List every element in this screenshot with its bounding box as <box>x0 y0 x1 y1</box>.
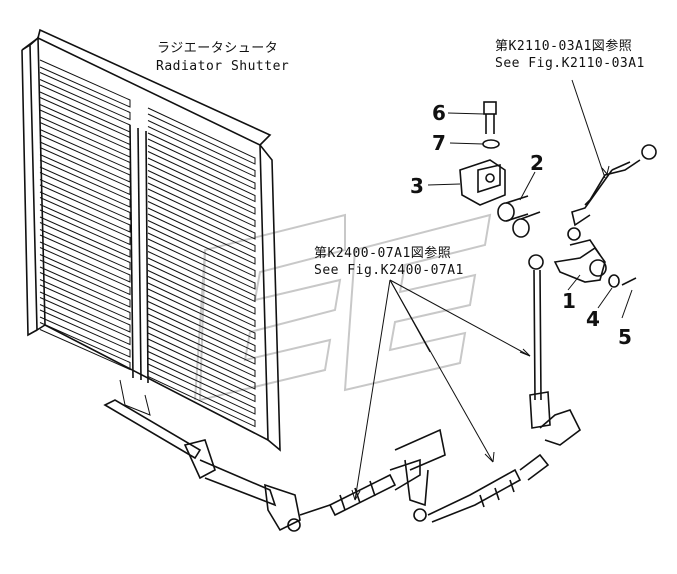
louver-slat <box>39 59 131 108</box>
louver-slat <box>147 320 256 378</box>
callout-5: 5 <box>618 325 632 349</box>
louver-slat <box>147 107 256 165</box>
louver-slat <box>39 184 131 233</box>
louver-slat <box>147 182 256 240</box>
louver-slat <box>147 132 256 190</box>
vertical-rod <box>528 254 582 446</box>
louver-slat <box>39 284 131 333</box>
louver-slat <box>39 234 131 283</box>
leader-lines <box>351 79 633 501</box>
callout-4: 4 <box>586 307 600 331</box>
louver-slat <box>147 370 256 428</box>
part-2-bushing <box>497 195 541 238</box>
callout-6: 6 <box>432 101 446 125</box>
part-1-lever <box>553 239 607 283</box>
part-5-pin <box>621 277 637 286</box>
louver-slat <box>147 257 256 315</box>
radiator-shutter <box>21 28 281 452</box>
louver-slat <box>147 170 256 228</box>
louver-slat <box>147 220 256 278</box>
shutter-label-jp: ラジエータシュータ <box>157 41 278 56</box>
louver-slat <box>147 295 256 353</box>
louver-slat <box>39 222 131 271</box>
louver-slat <box>39 297 131 346</box>
reference-1-jp: 第K2110-03A1図参照 <box>495 38 632 54</box>
lower-linkage <box>103 399 550 532</box>
louver-slat <box>147 245 256 303</box>
louver-slat <box>39 197 131 246</box>
louver-slat <box>147 145 256 203</box>
part-4-washer <box>608 274 620 288</box>
louver-slat <box>39 172 131 221</box>
louver-slat <box>39 322 131 371</box>
shutter-label-en: Radiator Shutter <box>156 59 289 74</box>
callout-2: 2 <box>530 151 544 175</box>
louver-slat <box>39 72 131 121</box>
callout-7: 7 <box>432 131 446 155</box>
louver-slat <box>39 247 131 296</box>
louver-slat <box>147 195 256 253</box>
louver-slat <box>147 282 256 340</box>
louver-slat <box>39 159 131 208</box>
callout-3: 3 <box>410 174 424 198</box>
part-6-bolt <box>483 101 497 134</box>
louver-slat <box>147 232 256 290</box>
reference-2-jp: 第K2400-07A1図参照 <box>314 245 451 261</box>
louver-slat <box>147 207 256 265</box>
louver-slat <box>147 307 256 365</box>
louver-slat <box>147 270 256 328</box>
reference-1-en: See Fig.K2110-03A1 <box>495 56 645 71</box>
louver-slat <box>147 157 256 215</box>
reference-2-en: See Fig.K2400-07A1 <box>314 263 464 278</box>
upper-rod <box>567 144 657 241</box>
louver-slat <box>147 332 256 390</box>
louver-slat <box>147 357 256 415</box>
callout-1: 1 <box>562 289 576 313</box>
louver-slat <box>39 259 131 308</box>
part-7-washer <box>482 139 500 149</box>
louver-slat <box>39 309 131 358</box>
louver-slat <box>39 209 131 258</box>
part-3-bracket <box>459 159 506 206</box>
louver-slat <box>147 120 256 178</box>
watermark-logo <box>194 213 492 402</box>
louver-slat <box>39 272 131 321</box>
louver-slat <box>147 345 256 403</box>
